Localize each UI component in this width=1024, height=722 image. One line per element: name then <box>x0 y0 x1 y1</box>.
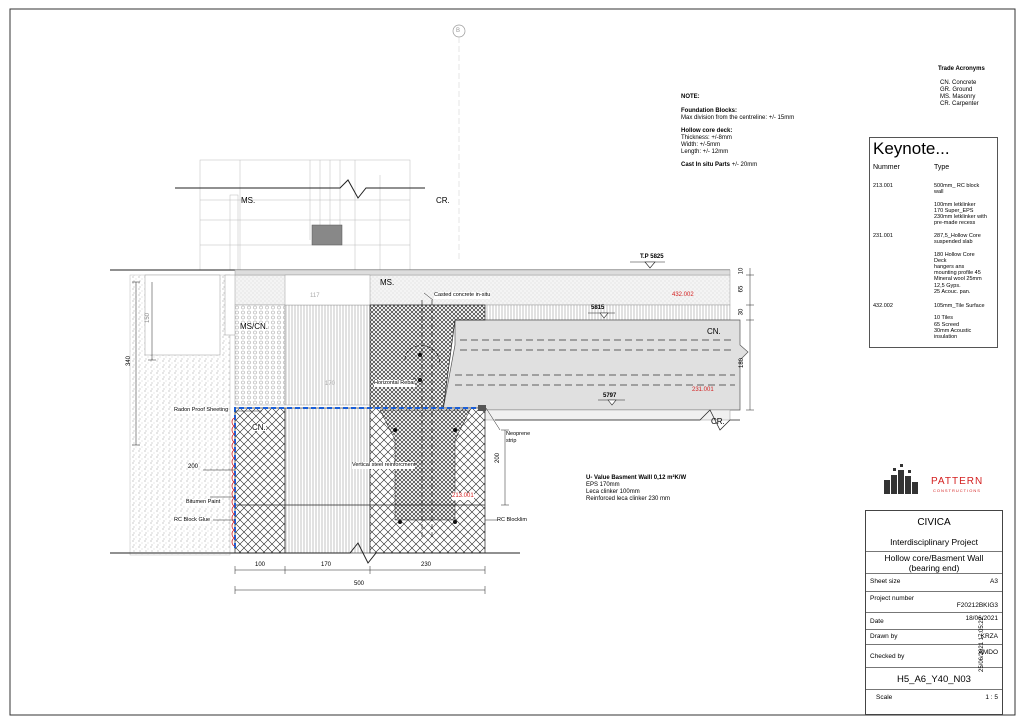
callout-rc-block-glue: RC Block Glue <box>174 517 211 524</box>
hollow-core-line: Length: +/- 12mm <box>681 149 729 155</box>
dimension-150: 150 <box>145 312 152 324</box>
keynote-title: Keynote... <box>873 139 950 158</box>
keynote-row-type: 500mm_ RC block wall 100mm letklinker 17… <box>934 183 987 227</box>
checked-by-label: Checked by <box>870 653 905 660</box>
callout-horizontal-rebar: Horizontal Rebar <box>374 380 416 387</box>
callout-neoprene: Neoprene strip <box>506 431 531 444</box>
faint-dimension-170: 170 <box>325 381 336 387</box>
keynote-tag-213001: 213.001 <box>452 493 474 500</box>
label-cr-bottom: CR. <box>711 417 725 426</box>
trade-acronym-item: MS. Masonry <box>940 94 976 100</box>
dimension-340: 340 <box>126 355 133 367</box>
cast-in-situ-note: Cast In situ Parts +/- 20mm <box>681 162 757 169</box>
hollow-core-line: Width: +/-5mm <box>681 142 721 148</box>
label-ms-cn: MS/CN. <box>240 322 268 331</box>
logo-subtitle: CONSTRUCTIONS <box>933 488 981 493</box>
uvalue-line: Reinforced leca clinker 230 mm <box>586 496 671 502</box>
dimension-500: 500 <box>354 581 365 587</box>
hollow-core-line: Thickness: +/-8mm <box>681 135 732 141</box>
foundation-text: Max division from the centreline: +/- 15… <box>681 115 795 121</box>
drawing-title: Hollow core/Basment Wall (bearing end) <box>884 553 984 573</box>
scale-value: 1 : 5 <box>985 694 998 701</box>
uvalue-line: EPS 170mm <box>586 482 620 488</box>
foundation-heading: Foundation Blocks: <box>681 108 737 114</box>
dimension-230: 230 <box>421 562 432 568</box>
dimension-65: 65 <box>738 285 745 293</box>
keynote-tag-231001: 231.001 <box>692 387 714 393</box>
keynote-row-number: 432.002 <box>873 303 893 309</box>
keynote-row-number: 231.001 <box>873 233 893 239</box>
trade-acronym-item: GR. Ground <box>940 87 973 93</box>
keynote-tag-432002: 432.002 <box>672 292 694 298</box>
title-block: CIVICA Interdisciplinary Project Hollow … <box>865 510 1003 715</box>
label-cr-top: CR. <box>436 196 450 205</box>
cast-in-situ-value: +/- 20mm <box>731 162 758 168</box>
drawn-by-label: Drawn by <box>870 633 898 640</box>
keynote-col-number: Nummer <box>873 164 900 171</box>
dimension-30: 30 <box>738 308 745 316</box>
sheet-size-label: Sheet size <box>870 578 901 585</box>
keynote-table: Keynote... Nummer Type 213.001 500mm_ RC… <box>869 137 998 348</box>
callout-vertical-steel: Vertical steel reinforcment <box>352 462 416 469</box>
callout-casted-concrete: Casted concrete in-situ <box>434 292 491 299</box>
dimension-100: 100 <box>255 562 266 568</box>
dimension-170: 170 <box>321 562 332 568</box>
date-value: 18/06/2021 <box>965 615 998 622</box>
trade-acronym-item: CN. Concrete <box>940 80 977 86</box>
checked-by-value: AMDO <box>978 649 999 656</box>
scale-label: Scale <box>876 694 893 701</box>
logo-name: PATTERN <box>931 476 984 487</box>
keynote-row-type: 105mm_Tile Surface 10 Tiles 65 Screed 30… <box>934 303 985 341</box>
callout-radon: Radon Proof Sheeting <box>174 407 229 414</box>
label-cn-wall: CN. <box>252 423 266 432</box>
level-5815: 5815 <box>591 305 605 311</box>
sheet-stamp: 25/06/2021 17:05:22 <box>979 616 985 672</box>
drawing-number: H5_A6_Y40_N03 <box>897 674 971 685</box>
trade-acronyms-title: Trade Acronyms <box>938 66 985 72</box>
project-number-value: F20212BKIG3 <box>956 602 998 609</box>
keynote-col-type: Type <box>934 164 950 171</box>
cast-in-situ-label: Cast In situ Parts <box>681 162 731 168</box>
callout-bitumen: Bitumen Paint <box>186 499 221 506</box>
grid-marker-label: B <box>456 28 461 34</box>
dimension-200-left: 200 <box>188 464 199 470</box>
trade-acronym-item: CR. Carpenter <box>940 101 979 107</box>
faint-dimension-117: 117 <box>310 293 320 299</box>
level-5797: 5797 <box>603 393 617 399</box>
client-name: CIVICA <box>917 517 951 528</box>
dimension-200-right: 200 <box>495 452 502 464</box>
keynote-row-number: 213.001 <box>873 183 893 189</box>
uvalue-line: Leca clinker 100mm <box>586 489 640 495</box>
note-heading: NOTE: <box>681 94 700 100</box>
project-number-label: Project number <box>870 595 915 602</box>
callout-rc-blocklim: RC Blocklim <box>497 517 527 523</box>
project-name: Interdisciplinary Project <box>890 537 978 547</box>
label-ms-mid: MS. <box>380 278 395 287</box>
date-label: Date <box>870 618 884 625</box>
drawn-by-value: KRZA <box>980 633 998 640</box>
keynote-row-type: 287,5_Hollow Core suspended slab 180 Hol… <box>934 233 982 295</box>
level-tp: T.P 5825 <box>640 254 664 260</box>
sheet-size-value: A3 <box>990 578 998 585</box>
uvalue-title: U- Value Basment Walll 0,12 m²K/W <box>586 475 687 481</box>
dimension-10: 10 <box>738 267 745 275</box>
label-cn-slab: CN. <box>707 327 721 336</box>
hollow-core-heading: Hollow core deck: <box>681 128 733 134</box>
label-ms-top: MS. <box>241 196 256 205</box>
dimension-180: 180 <box>739 357 746 369</box>
pattern-logo-mark <box>884 464 918 494</box>
